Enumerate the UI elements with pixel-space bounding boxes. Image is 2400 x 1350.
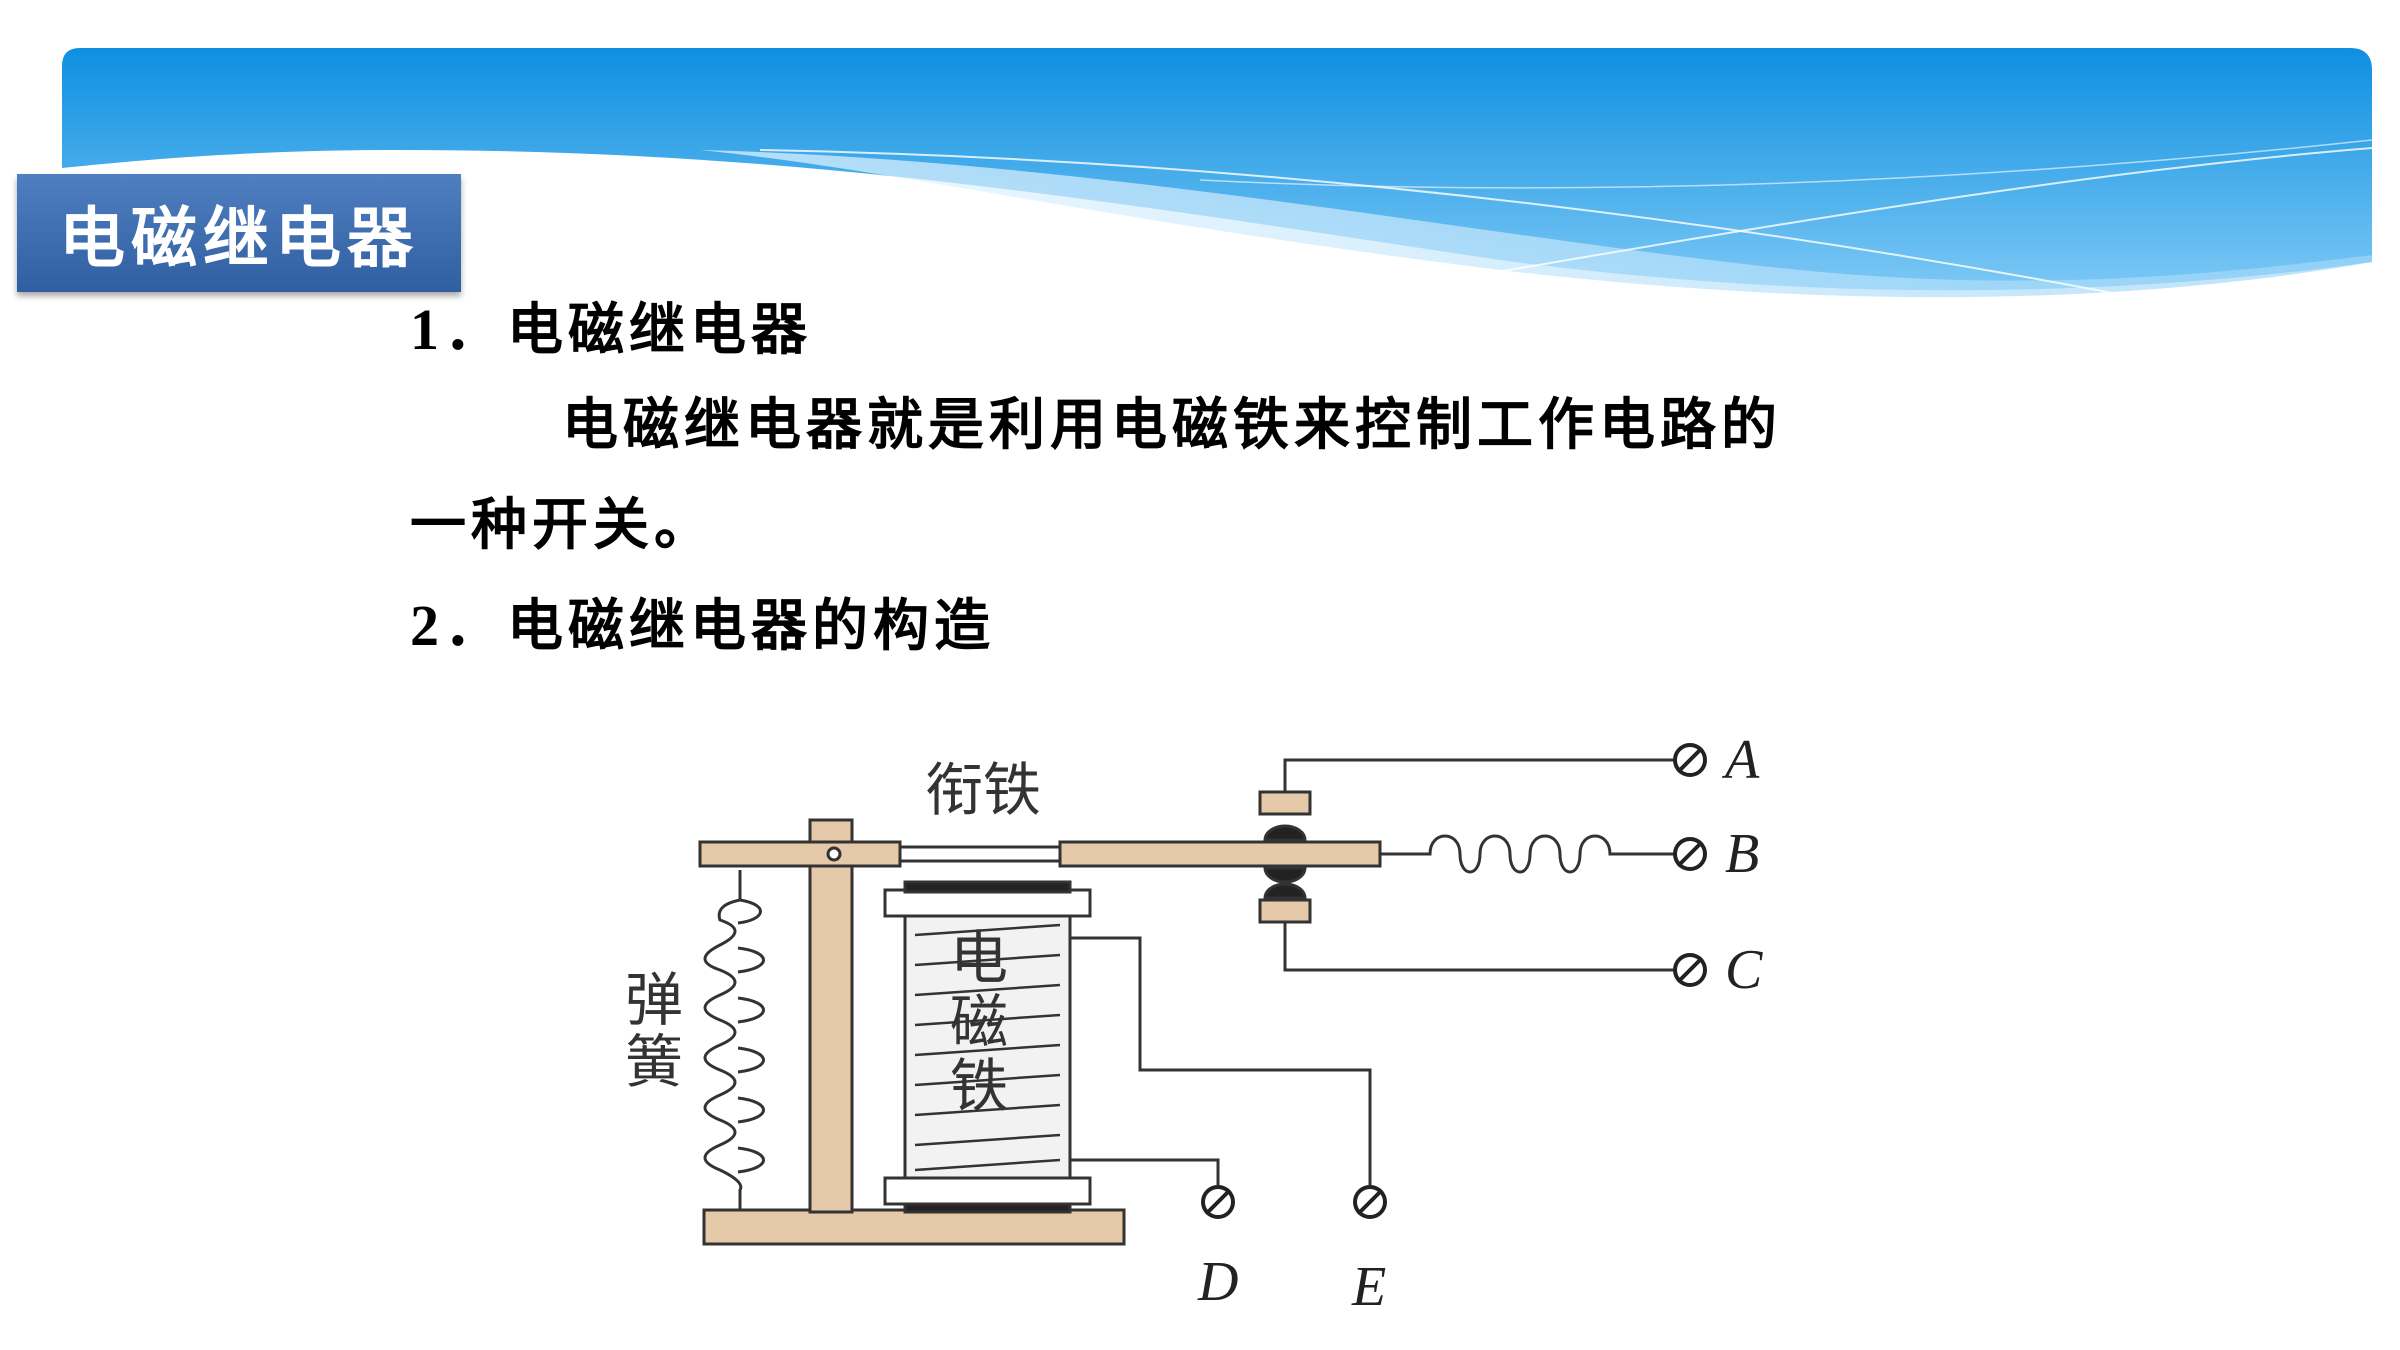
item1-heading: 1．电磁继电器 — [410, 282, 812, 366]
wire-to-d — [1070, 1158, 1220, 1185]
armature-rod — [898, 845, 1062, 863]
header-banner — [62, 48, 2373, 311]
item1-title: 电磁继电器 — [507, 297, 813, 363]
coil-windings — [914, 923, 1061, 1172]
relay-diagram: 衔铁 弹 簧 电 磁 铁 A B C D E — [625, 729, 1763, 1318]
slide-title-tab: 电磁继电器 — [17, 174, 461, 292]
armature-bar-left — [698, 840, 902, 868]
lower-contact-plate — [1258, 898, 1312, 924]
item1-number: 1． — [410, 297, 508, 362]
label-armature: 衔铁 — [925, 756, 1041, 824]
terminal-a-label: A — [1721, 729, 1760, 791]
wire-to-b — [1380, 834, 1690, 874]
slide-title: 电磁继电器 — [59, 200, 419, 277]
armature-bar-right — [1058, 840, 1382, 868]
spool-top-flange — [883, 888, 1092, 918]
terminal-c-label: C — [1725, 939, 1763, 1001]
terminal-d-label: D — [1197, 1251, 1238, 1313]
spring-coil — [703, 870, 743, 1210]
pivot-post — [808, 818, 854, 1214]
item2-title: 电磁继电器的构造 — [507, 593, 996, 659]
lower-contact-stem — [1283, 922, 1690, 972]
upper-contact-stem — [1283, 758, 1690, 792]
item1-body-line2: 一种开关。 — [410, 492, 715, 558]
wire-to-e — [1070, 936, 1372, 1185]
upper-contact-plate — [1258, 790, 1312, 816]
label-electromagnet-1: 电 — [950, 924, 1008, 992]
terminal-b-label: B — [1725, 823, 1759, 885]
label-electromagnet-3: 铁 — [950, 1052, 1008, 1120]
label-spring-2: 簧 — [625, 1028, 683, 1096]
item2-heading: 2．电磁继电器的构造 — [410, 578, 995, 662]
item2-number: 2． — [410, 593, 508, 658]
label-spring-1: 弹 — [625, 966, 683, 1034]
spool-bottom-flange — [883, 1176, 1092, 1206]
item1-body-line1: 电磁继电器就是利用电磁铁来控制工作电路的 — [562, 392, 1782, 458]
terminal-e-label: E — [1351, 1256, 1386, 1318]
label-electromagnet-2: 磁 — [950, 988, 1008, 1056]
pivot-pin — [826, 846, 842, 862]
base-plate — [702, 1208, 1126, 1246]
